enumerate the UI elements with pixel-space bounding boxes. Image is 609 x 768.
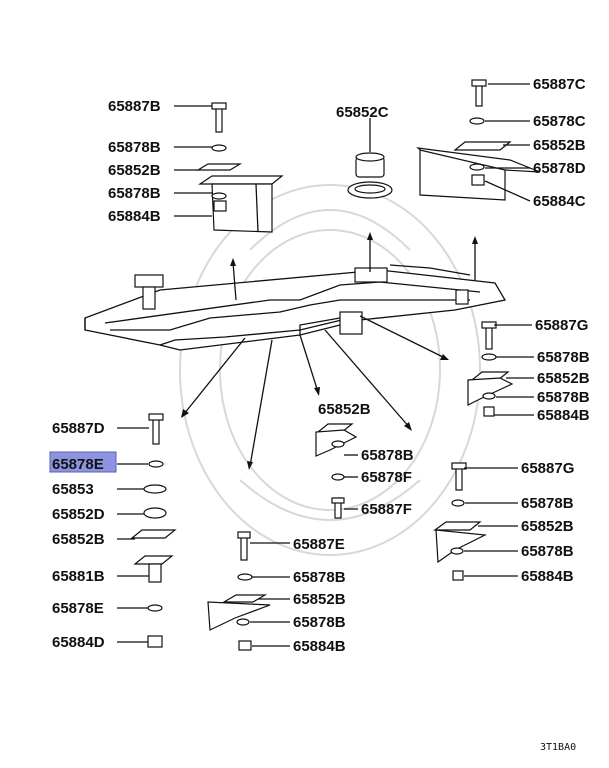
- label-65884D[interactable]: 65884D: [52, 634, 105, 651]
- diagram-code: 3T1BA0: [540, 742, 576, 753]
- leader-lines: [117, 83, 534, 647]
- frame-arrows: [181, 232, 478, 470]
- bushing-65852C: [347, 118, 393, 199]
- label-65878E[interactable]: 65878E: [52, 456, 104, 473]
- label-65887E[interactable]: 65887E: [293, 536, 345, 553]
- label-65884C[interactable]: 65884C: [533, 193, 586, 210]
- label-65878B[interactable]: 65878B: [537, 349, 590, 366]
- upper-right-mount: [416, 79, 541, 201]
- label-65887C[interactable]: 65887C: [533, 76, 586, 93]
- label-65878B[interactable]: 65878B: [521, 543, 574, 560]
- label-65878B[interactable]: 65878B: [293, 569, 346, 586]
- left-column-parts: [130, 413, 177, 648]
- upper-left-mount: [195, 102, 284, 233]
- label-65884B[interactable]: 65884B: [537, 407, 590, 424]
- watermark-logo: [179, 184, 481, 556]
- center-upper-parts: [315, 423, 358, 519]
- label-65852D[interactable]: 65852D: [52, 506, 105, 523]
- label-65881B[interactable]: 65881B: [52, 568, 105, 585]
- label-65878F[interactable]: 65878F: [361, 469, 412, 486]
- label-65852B[interactable]: 65852B: [533, 137, 586, 154]
- right-lower-parts: [433, 462, 488, 581]
- label-65887D[interactable]: 65887D: [52, 420, 105, 437]
- label-65878B[interactable]: 65878B: [108, 139, 161, 156]
- label-65852C[interactable]: 65852C: [336, 104, 389, 121]
- chassis-frame: [84, 264, 507, 351]
- label-65852B[interactable]: 65852B: [537, 370, 590, 387]
- label-65878B[interactable]: 65878B: [361, 447, 414, 464]
- label-65878B[interactable]: 65878B: [537, 389, 590, 406]
- label-65852B[interactable]: 65852B: [521, 518, 574, 535]
- label-65852B[interactable]: 65852B: [318, 401, 371, 418]
- part-labels: 65887B 65878B 65852B 65878B 65884B 65852…: [52, 76, 590, 655]
- label-65878D[interactable]: 65878D: [533, 160, 586, 177]
- label-65887B[interactable]: 65887B: [108, 98, 161, 115]
- label-65878B[interactable]: 65878B: [108, 185, 161, 202]
- label-65887F[interactable]: 65887F: [361, 501, 412, 518]
- label-65852B[interactable]: 65852B: [293, 591, 346, 608]
- highlight-box: [49, 451, 117, 473]
- label-65887G[interactable]: 65887G: [521, 460, 574, 477]
- right-mid-mount: [467, 321, 514, 417]
- label-65878B[interactable]: 65878B: [293, 614, 346, 631]
- center-lower-parts: [207, 531, 271, 651]
- label-65853[interactable]: 65853: [52, 481, 94, 498]
- label-65887G[interactable]: 65887G: [535, 317, 588, 334]
- label-65884B[interactable]: 65884B: [293, 638, 346, 655]
- label-65884B[interactable]: 65884B: [521, 568, 574, 585]
- label-65852B[interactable]: 65852B: [108, 162, 161, 179]
- label-65878E[interactable]: 65878E: [52, 600, 104, 617]
- label-65852B[interactable]: 65852B: [52, 531, 105, 548]
- label-65878B[interactable]: 65878B: [521, 495, 574, 512]
- label-65884B[interactable]: 65884B: [108, 208, 161, 225]
- label-65878C[interactable]: 65878C: [533, 113, 586, 130]
